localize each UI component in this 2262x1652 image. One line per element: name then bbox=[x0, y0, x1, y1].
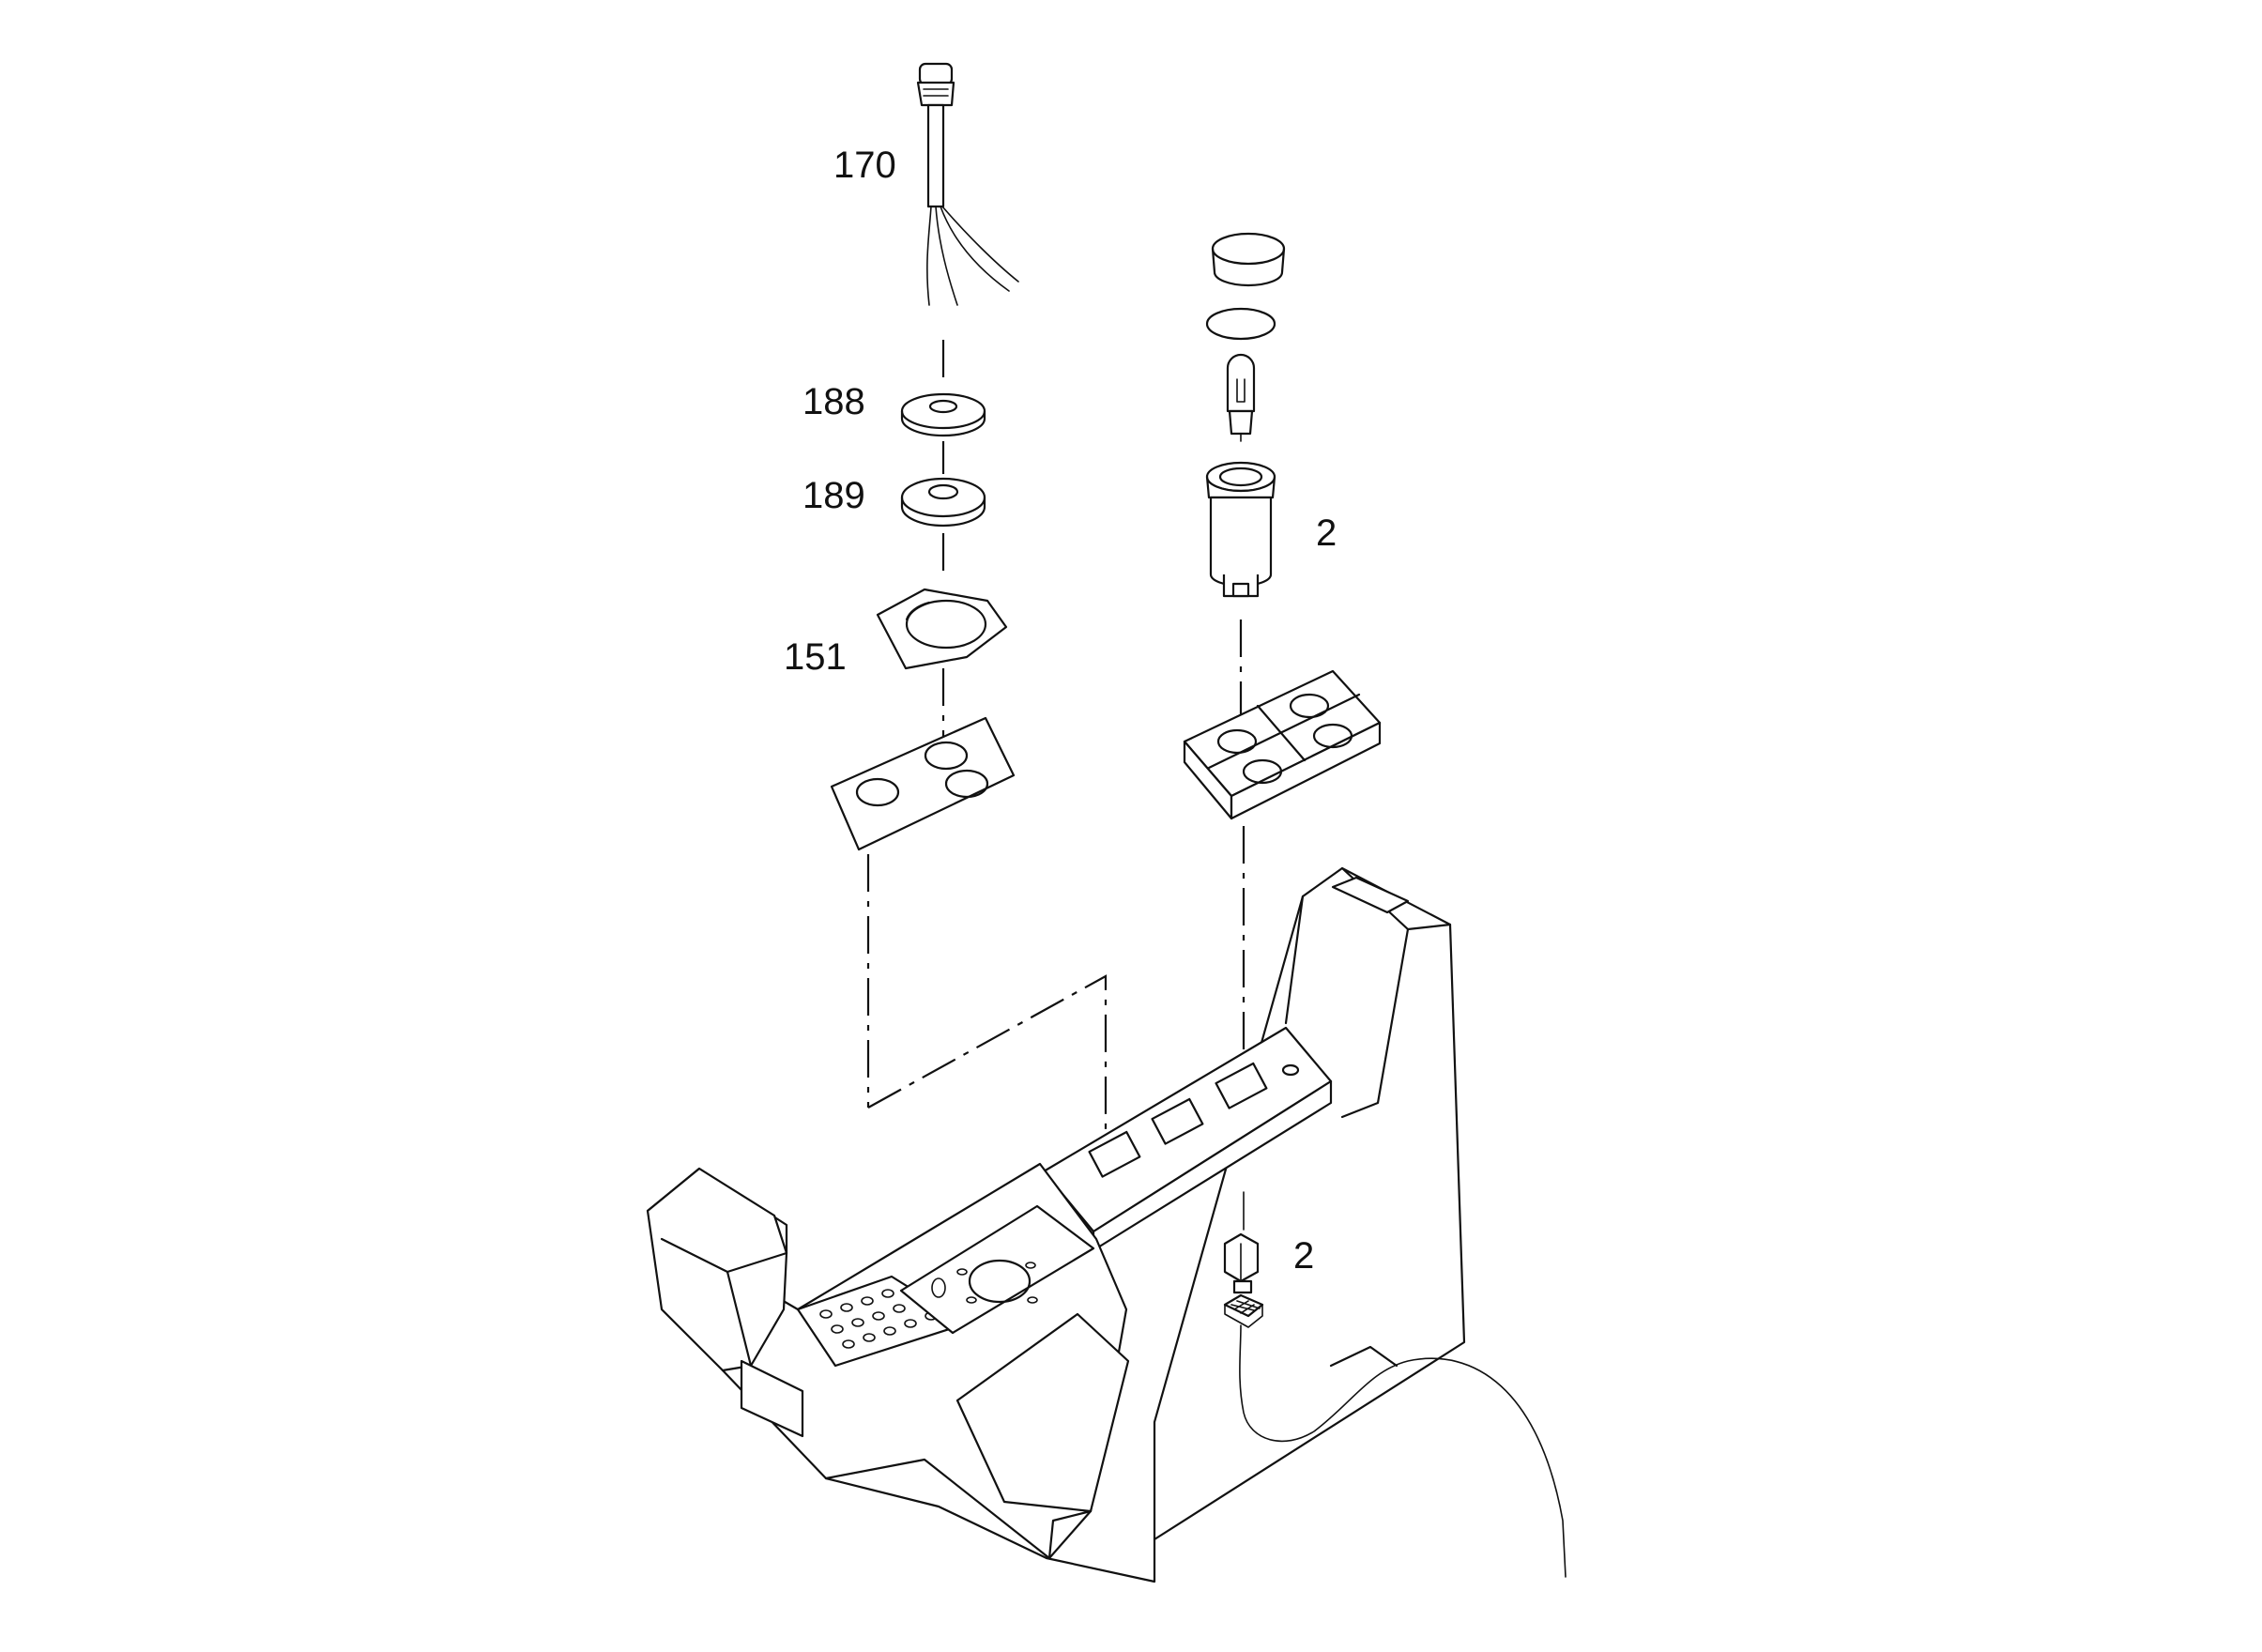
right-panel-plate bbox=[1183, 669, 1382, 820]
part-2-bulb bbox=[1226, 353, 1256, 442]
part-188-washer bbox=[900, 392, 986, 437]
callout-170: 170 bbox=[833, 145, 896, 186]
part-2-connector bbox=[1223, 1191, 1567, 1578]
left-panel-plate bbox=[830, 716, 1016, 851]
console-body bbox=[646, 866, 1466, 1583]
part-2-lamp-cap bbox=[1211, 232, 1286, 287]
part-189-washer bbox=[900, 477, 986, 528]
callout-188: 188 bbox=[802, 381, 865, 422]
callout-2-connector: 2 bbox=[1293, 1235, 1315, 1277]
part-151-decal bbox=[876, 588, 1008, 670]
callout-151: 151 bbox=[784, 636, 847, 678]
callout-189: 189 bbox=[802, 475, 865, 516]
part-2-o-ring bbox=[1205, 307, 1276, 341]
part-2-lamp-holder bbox=[1205, 461, 1276, 598]
part-170-switch bbox=[916, 62, 1019, 306]
callout-2-lamp: 2 bbox=[1316, 512, 1337, 554]
